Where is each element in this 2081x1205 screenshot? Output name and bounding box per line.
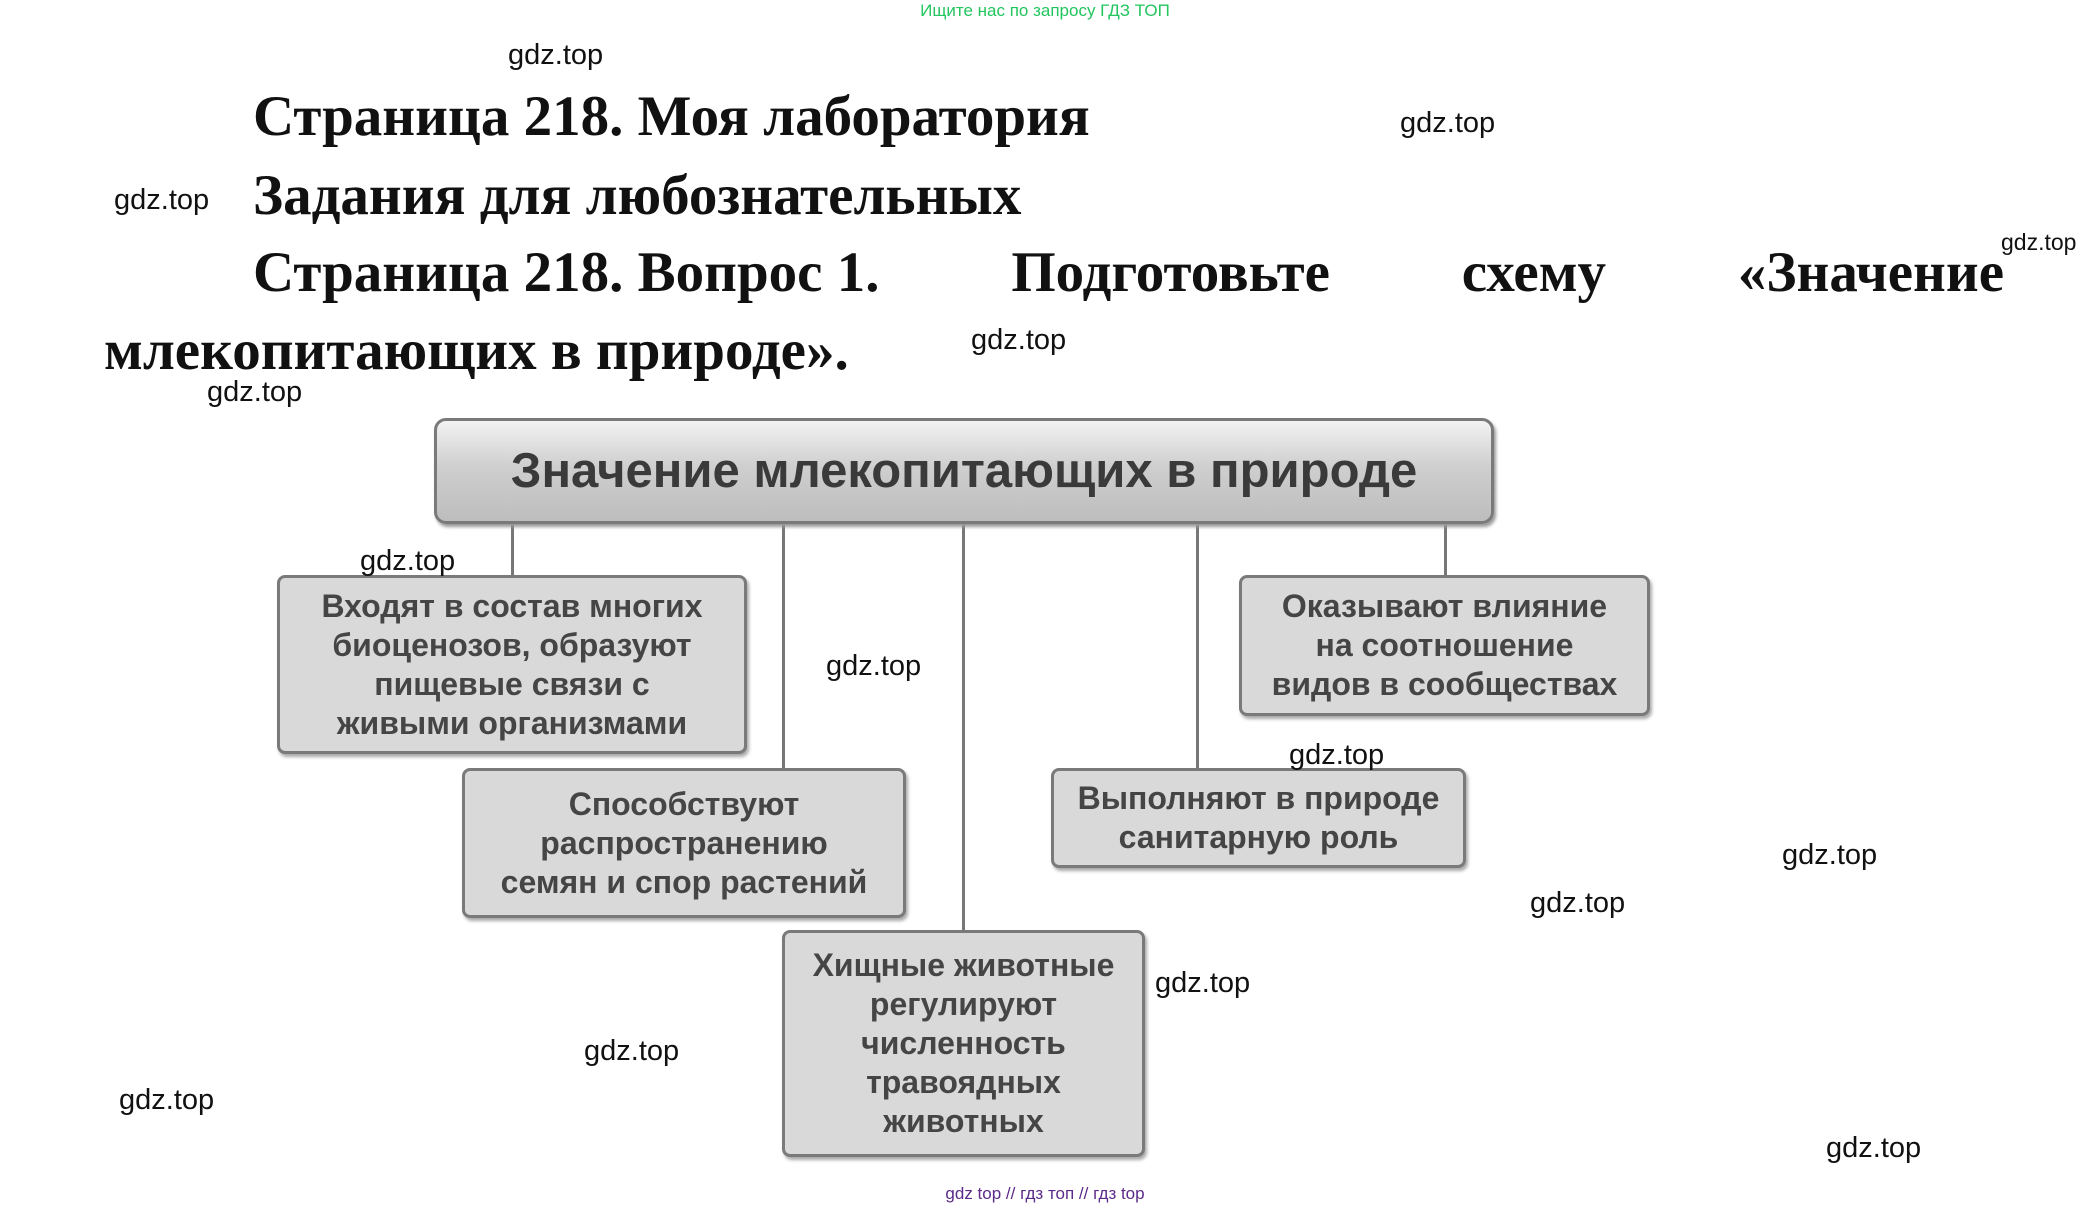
watermark: gdz.top: [584, 1035, 680, 1067]
diagram-box-sanitary: Выполняют в природе санитарную роль: [1051, 768, 1466, 868]
connector-line: [511, 524, 514, 576]
diagram-box-seeds: Способствуют распространению семян и спо…: [462, 768, 906, 918]
connector-line: [1444, 524, 1447, 576]
diagram-box-biocenoses: Входят в состав многих биоценозов, образ…: [277, 575, 747, 754]
connector-line: [962, 524, 965, 930]
page-heading: Страница 218. Моя лаборатория: [253, 85, 1090, 148]
watermark: gdz.top: [119, 1084, 215, 1116]
watermark: gdz.top: [1289, 739, 1385, 771]
footer-links: gdz top // гдз топ // гдз top: [945, 1184, 1145, 1203]
watermark: gdz.top: [1400, 107, 1496, 139]
watermark: gdz.top: [1826, 1132, 1922, 1164]
watermark: gdz.top: [826, 650, 922, 682]
watermark: gdz.top: [508, 39, 604, 71]
watermark: gdz.top: [360, 545, 456, 577]
diagram-title-box: Значение млекопитающих в природе: [434, 418, 1494, 524]
watermark: gdz.top: [2001, 229, 2077, 255]
question-heading-continued: млекопитающих в природе».: [104, 319, 849, 382]
question-part: Подготовьте: [1011, 241, 1330, 304]
question-part: схему: [1461, 241, 1607, 304]
search-hint: Ищите нас по запросу ГДЗ ТОП: [920, 1, 1170, 20]
connector-line: [1196, 524, 1199, 768]
watermark: gdz.top: [114, 184, 210, 216]
watermark: gdz.top: [1782, 839, 1878, 871]
watermark: gdz.top: [1530, 887, 1626, 919]
watermark: gdz.top: [971, 324, 1067, 356]
question-part: Страница 218. Вопрос 1.: [253, 241, 880, 304]
watermark: gdz.top: [207, 376, 303, 408]
diagram-box-predators: Хищные животные регулируют численность т…: [782, 930, 1145, 1157]
watermark: gdz.top: [1155, 967, 1251, 999]
connector-line: [782, 524, 785, 768]
diagram-box-species-ratio: Оказывают влияние на соотношение видов в…: [1239, 575, 1650, 716]
question-heading: Страница 218. Вопрос 1. Подготовьте схем…: [253, 244, 2004, 301]
section-heading: Задания для любознательных: [253, 164, 1022, 227]
question-part: «Значение: [1737, 241, 2004, 304]
